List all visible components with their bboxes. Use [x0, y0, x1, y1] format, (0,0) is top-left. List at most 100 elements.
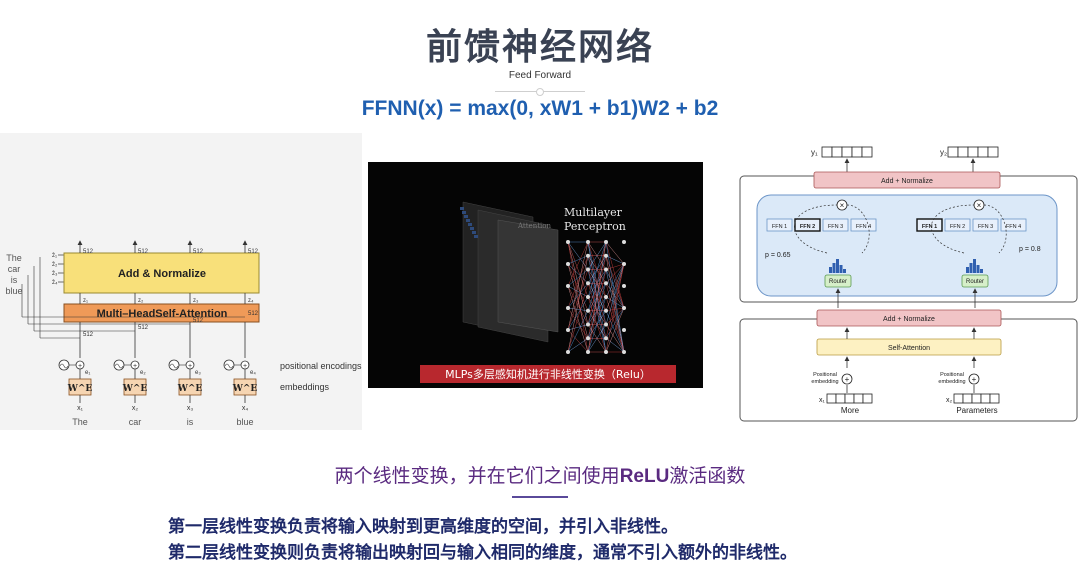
- mlp-node: [566, 306, 570, 310]
- mlp-edge: [605, 324, 625, 353]
- x-cell-0-2: [844, 393, 855, 404]
- mlp-node: [566, 284, 570, 288]
- x-cell-0-0: [826, 393, 837, 404]
- mixer-x-0: ×: [840, 201, 845, 210]
- x-cell-0-1: [835, 393, 846, 404]
- moe-layer-region: [756, 194, 1058, 297]
- z-label-1: z₂: [138, 298, 144, 304]
- y-cell-1-0: [947, 146, 959, 158]
- add-normalize-block: [63, 252, 260, 294]
- z-label-2: z₃: [193, 298, 199, 304]
- mlp-edge: [587, 269, 607, 353]
- bottom-add-normalize-block: [816, 309, 1002, 327]
- mlp-node: [604, 336, 608, 341]
- mlp-banner: [420, 365, 676, 383]
- panel-grid-mark-1: [462, 211, 466, 214]
- self-attention-block: [63, 303, 260, 323]
- mixer-x-1: ×: [977, 201, 982, 210]
- mlp-node: [604, 295, 608, 299]
- body-line-1: 第一层线性变换负责将输入映射到更高维度的空间，并引入非线性。: [168, 517, 678, 537]
- mlp-node: [586, 308, 590, 313]
- mlp-edge: [605, 263, 625, 311]
- y-cell-0-4: [861, 146, 873, 158]
- mlp-node: [604, 240, 608, 244]
- mlp-node: [586, 322, 590, 327]
- panel-grid-mark-2: [464, 215, 468, 218]
- residual-path-1: [931, 204, 975, 254]
- ffn-expert-label-1-2: FFN 3: [978, 224, 993, 230]
- mlp-edge: [567, 283, 589, 309]
- ffn-expert-label-0-0: FFN 1: [772, 224, 787, 230]
- embedding-matrix-label-2: W^E: [177, 384, 203, 394]
- mlp-edge: [605, 255, 625, 309]
- ffn-expert-label-1-1: FFN 2: [950, 224, 965, 230]
- out-dim-1: 512: [138, 249, 149, 255]
- self-attention-label-right: Self-Attention: [888, 345, 930, 352]
- caption-prefix: 两个线性变换，并在它们之间使用: [334, 465, 620, 487]
- mlp-edge: [605, 283, 625, 353]
- mlp-node: [586, 240, 590, 244]
- mlp-node: [604, 281, 608, 286]
- mlp-node: [566, 350, 570, 354]
- embedding-matrix-label-1: W^E: [122, 384, 148, 394]
- zhat-label-3: ẑ₄: [52, 280, 58, 286]
- router-block-0: [824, 274, 852, 288]
- attention-text: Attention: [517, 222, 551, 230]
- res-dim-1: 512: [138, 325, 149, 331]
- mlp-edge: [605, 283, 625, 309]
- side-word-1: car: [8, 264, 21, 274]
- x-label-right-0: x₁: [819, 397, 826, 404]
- mlp-edge: [567, 307, 589, 311]
- pos-emb-label-1-b: embedding: [938, 379, 965, 385]
- mlp-edge: [605, 263, 625, 353]
- router-bar-1-0: [966, 267, 969, 273]
- e-label-0: e₁: [85, 370, 90, 376]
- mlp-edge: [605, 269, 625, 309]
- mlp-node: [586, 253, 590, 258]
- x-label-0: x₁: [77, 405, 84, 412]
- mlp-edge: [567, 263, 589, 339]
- mlp-banner-text: MLPs多层感知机进行非线性变换（Relu）: [445, 367, 651, 381]
- mlp-edge: [605, 296, 625, 353]
- mlp-edge: [567, 241, 589, 325]
- caption: 两个线性变换，并在它们之间使用ReLU激活函数: [0, 461, 1080, 488]
- z-label-0: z₁: [83, 298, 88, 304]
- pos-enc-wave-3: [224, 363, 234, 369]
- mlp-edge: [605, 241, 625, 309]
- word-3: blue: [236, 417, 253, 427]
- e-label-2: e₃: [195, 370, 201, 376]
- x-cell-0-4: [862, 393, 873, 404]
- mlp-edge: [567, 296, 589, 331]
- y-cell-0-1: [831, 146, 843, 158]
- positional-encodings-label: positional encodings: [280, 361, 362, 371]
- mlp-edge: [605, 263, 625, 339]
- mlp-edge: [605, 241, 625, 265]
- y2-label: y₂: [940, 148, 947, 157]
- pos-emb-label-0-b: embedding: [811, 379, 838, 385]
- y-cell-1-2: [967, 146, 979, 158]
- mlp-node: [586, 281, 590, 286]
- mlp-edge: [605, 263, 625, 270]
- side-word-3: blue: [5, 286, 22, 296]
- caption-relu: ReLU: [619, 466, 670, 487]
- mlp-edge: [567, 241, 589, 331]
- x-label-2: x₃: [187, 405, 194, 412]
- embedding-matrix-label-0: W^E: [67, 384, 93, 394]
- mlp-node: [604, 253, 608, 258]
- mlp-edge: [605, 263, 625, 284]
- residual-path-0: [794, 204, 838, 254]
- mlp-label-line2: Perceptron: [564, 220, 626, 233]
- x-label-1: x₂: [132, 405, 139, 412]
- router-label-0: Router: [829, 279, 847, 285]
- pos-enc-wave-1: [114, 363, 124, 369]
- word-0: The: [72, 417, 88, 427]
- panel-grid-mark-7: [474, 235, 478, 238]
- self-attention-label: Multi–HeadSelf-Attention: [97, 308, 228, 320]
- mlp-edge: [605, 307, 625, 339]
- input-word-0: More: [841, 406, 860, 415]
- mlp-edge: [567, 324, 589, 331]
- sum-plus-1: +: [133, 363, 137, 370]
- router-block-1: [961, 274, 989, 288]
- sum-plus-2: +: [188, 363, 192, 370]
